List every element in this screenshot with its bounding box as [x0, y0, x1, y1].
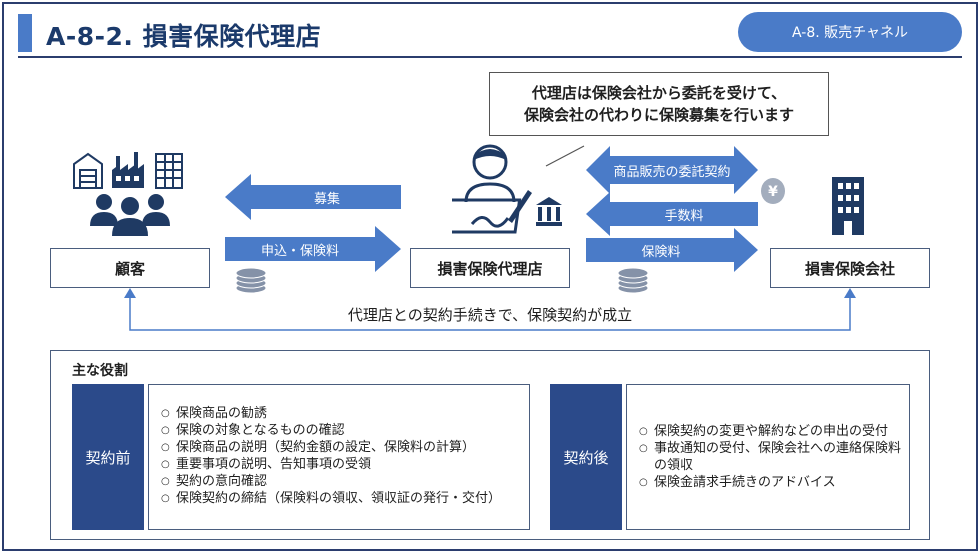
role-item: 重要事項の説明、告知事項の受領: [161, 456, 529, 473]
arrow-recruit-label: 募集: [313, 191, 340, 207]
role-after-label: 契約後: [550, 384, 622, 530]
svg-text:¥: ¥: [768, 184, 778, 200]
bank-icon: [536, 197, 562, 226]
role-item: 契約の意向確認: [161, 473, 529, 490]
role-after-list: 保険契約の変更や解約などの申出の受付事故通知の受付、保険会社への連絡保険料の領収…: [626, 384, 910, 530]
arrow-consignment: [586, 146, 758, 194]
role-item: 事故通知の受付、保険会社への連絡保険料の領収: [639, 440, 909, 474]
title-underline: [18, 56, 962, 58]
coins-icon: [235, 267, 267, 294]
insurer-box: 損害保険会社: [770, 248, 930, 288]
factory-icon: [73, 152, 183, 189]
agency-box: 損害保険代理店: [410, 248, 570, 288]
agent-signing-icon: [452, 144, 532, 234]
role-item: 保険商品の説明（契約金額の設定、保険料の計算）: [161, 439, 529, 456]
role-item: 保険契約の締結（保険料の領収、領収証の発行・交付）: [161, 490, 529, 507]
arrow-commission-label: 手数料: [664, 208, 704, 224]
people-icon: [90, 194, 170, 236]
title-accent-bar: [18, 14, 32, 52]
yen-coin-icon: ¥: [761, 178, 785, 204]
role-before-label: 契約前: [72, 384, 144, 530]
callout-box: 代理店は保険会社から委託を受けて、 保険会社の代わりに保険募集を行います: [489, 72, 829, 136]
page-title: A-8-2. 損害保険代理店: [46, 22, 322, 51]
role-item: 保険金請求手続きのアドバイス: [639, 474, 909, 491]
arrow-premium-label: 保険料: [641, 244, 681, 260]
contract-flow-text: 代理店との契約手続きで、保険契約が成立: [347, 306, 633, 324]
arrow-recruit: [225, 174, 401, 220]
arrow-premium: [586, 228, 758, 272]
role-before-list: 保険商品の勧誘保険の対象となるものの確認保険商品の説明（契約金額の設定、保険料の…: [148, 384, 530, 530]
coins-icon: [617, 267, 649, 294]
arrow-application-premium: [225, 226, 401, 272]
category-pill[interactable]: A-8. 販売チャネル: [738, 12, 962, 52]
contract-connector: [124, 288, 856, 331]
callout-line-2: 保険会社の代わりに保険募集を行います: [523, 106, 794, 124]
arrow-consignment-label: 商品販売の委託契約: [613, 164, 731, 180]
role-item: 保険契約の変更や解約などの申出の受付: [639, 423, 909, 440]
role-item: 保険の対象となるものの確認: [161, 422, 529, 439]
callout-line-1: 代理店は保険会社から委託を受けて、: [531, 84, 787, 102]
customer-box: 顧客: [50, 248, 210, 288]
role-item: 保険商品の勧誘: [161, 405, 529, 422]
callout-pointer: [545, 145, 585, 167]
roles-title: 主な役割: [72, 363, 128, 379]
arrow-application-premium-label: 申込・保険料: [260, 243, 339, 259]
arrow-commission: [586, 192, 758, 236]
office-building-icon: [832, 177, 864, 235]
